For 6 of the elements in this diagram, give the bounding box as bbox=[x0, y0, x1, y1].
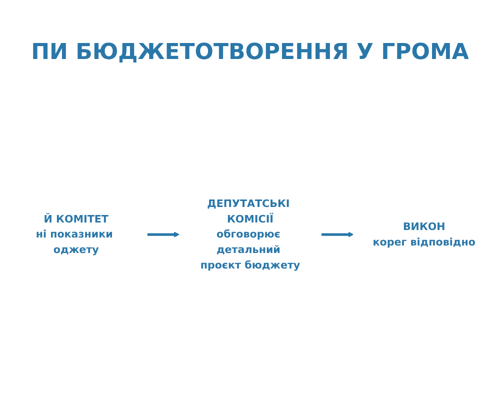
diagram-title: ПИ БЮДЖЕТОТВОРЕННЯ У ГРОМА bbox=[30, 40, 470, 65]
node-text: ВИКОН корег відповідно bbox=[372, 220, 476, 249]
arrow bbox=[147, 232, 180, 238]
node-text: ДЕПУТАТСЬКІ КОМІСІЇ обговорює детальний проєкт бюджету bbox=[200, 198, 300, 272]
node-text: Й КОМІТЕТ ні показники оджету bbox=[36, 213, 113, 256]
arrow bbox=[321, 232, 354, 238]
